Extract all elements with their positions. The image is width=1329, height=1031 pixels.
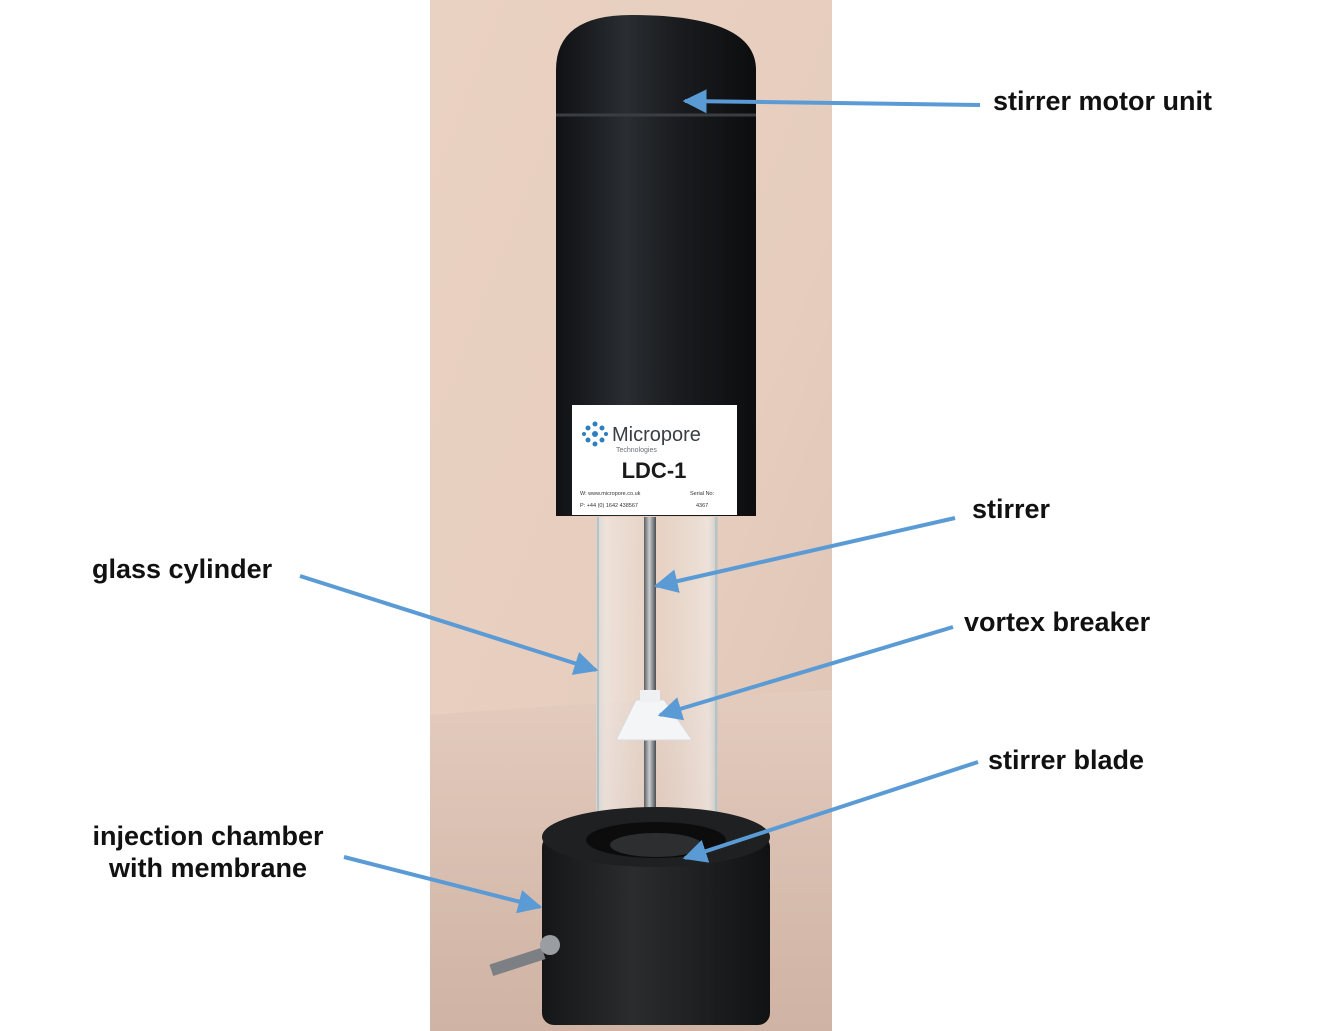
label-injection-line1: injection chamber <box>92 821 324 851</box>
label-injection-line2: with membrane <box>108 853 308 883</box>
serial-label-text: Serial No: <box>690 491 715 497</box>
label-stirrer: stirrer <box>972 494 1051 524</box>
model-text: LDC-1 <box>622 458 687 483</box>
serial-value-text: 4367 <box>696 503 708 509</box>
label-stirrer-blade: stirrer blade <box>988 745 1145 775</box>
device-photo: Micropore Technologies LDC-1 W: www.micr… <box>430 0 832 1031</box>
label-vortex-breaker: vortex breaker <box>964 607 1151 637</box>
brand-sub-text: Technologies <box>616 447 657 454</box>
label-injection-chamber: injection chamber with membrane <box>82 820 334 884</box>
web-text: W: www.micropore.co.uk <box>580 491 641 497</box>
brand-text: Micropore <box>612 424 701 446</box>
phone-text: P: +44 (0) 1642 438567 <box>580 503 638 509</box>
label-stirrer-motor-unit: stirrer motor unit <box>993 86 1213 116</box>
label-glass-cylinder: glass cylinder <box>92 554 273 584</box>
